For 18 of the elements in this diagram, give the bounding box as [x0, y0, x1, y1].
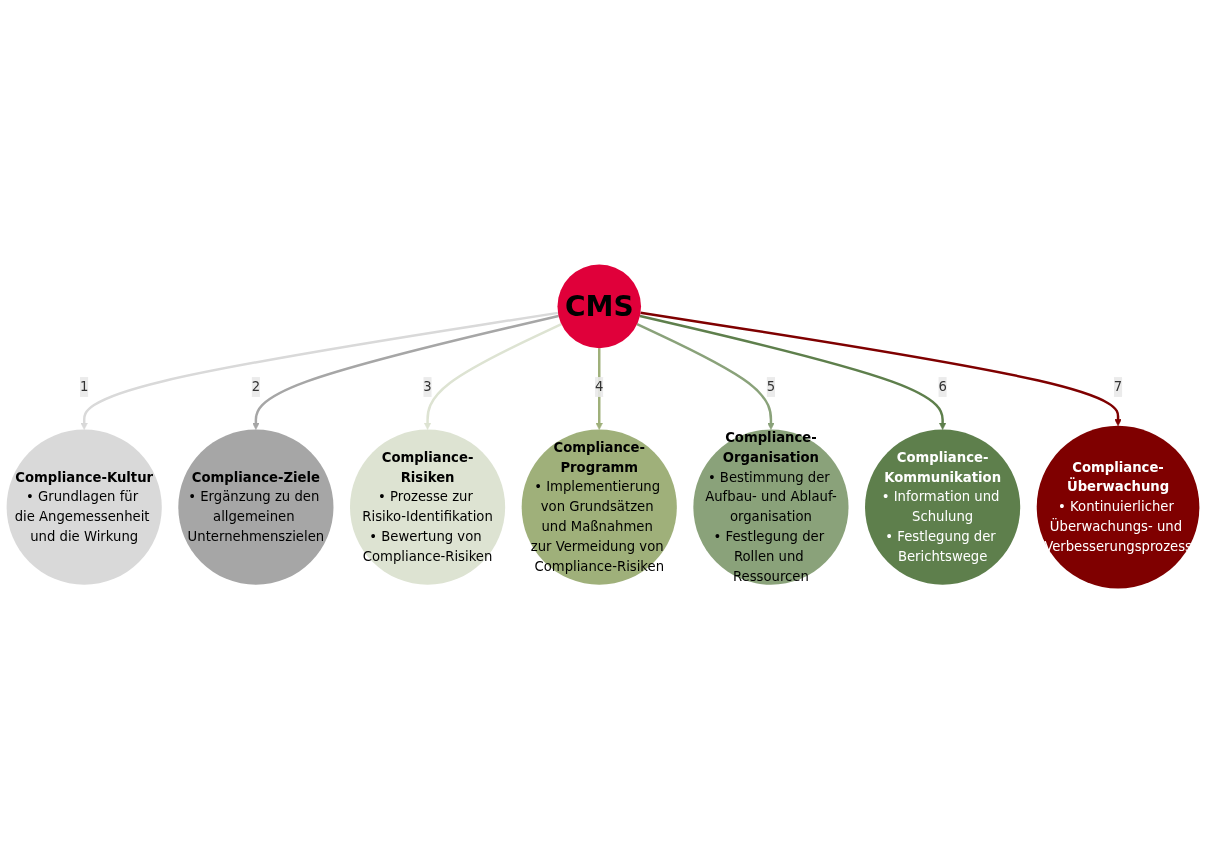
edge-label: 1 [80, 379, 89, 395]
edge-label: 3 [423, 379, 432, 395]
edge-label: 4 [595, 379, 604, 395]
edge-label: 2 [251, 379, 261, 395]
node-circle: Compliance-Kommunikation • Information und Schulung • Festlegung der Berichtswege [865, 430, 1021, 586]
edge-label: 7 [1113, 379, 1123, 395]
arrow [80, 312, 559, 431]
edge-label: 5 [766, 379, 776, 395]
node-circle: Compliance-Risiken • Prozesse zur Risiko-Identifikation • Bewertung von Compliance-Risiken [350, 430, 506, 586]
arrow [423, 323, 562, 431]
node-circle: Compliance-Kultur • Grundlagen für die Angemessenheit und die Wirkung [6, 430, 162, 586]
arrow [636, 323, 775, 431]
arrow [639, 315, 947, 431]
node-circle: CMS [557, 265, 642, 349]
edge-label: 6 [938, 379, 947, 395]
arrow [640, 312, 1122, 427]
arrow [252, 315, 559, 431]
node-circle: Compliance-Ziele • Ergänzung zu den allgemeinen Unternehmenszielen [178, 430, 334, 586]
